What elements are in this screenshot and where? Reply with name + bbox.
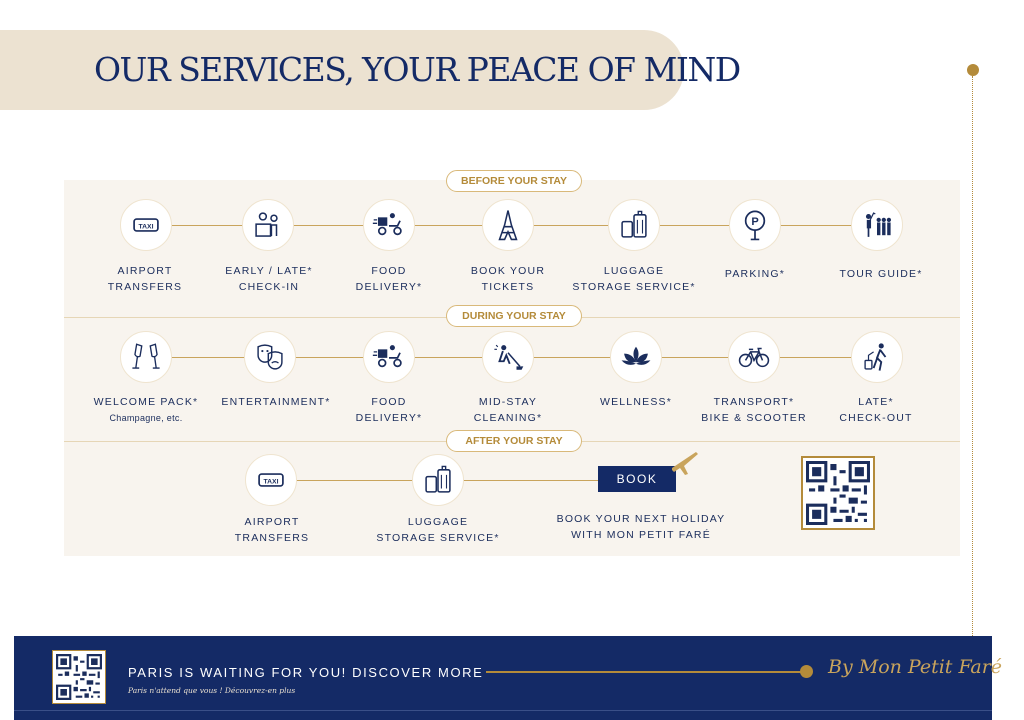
service-wellness	[610, 331, 662, 383]
eiffel-tower-icon	[498, 210, 518, 241]
reception-desk-icon	[255, 212, 278, 237]
footer-banner	[14, 636, 992, 720]
service-food-delivery-during	[363, 331, 415, 383]
airplane-icon	[672, 452, 698, 475]
service-early-late-checkin	[242, 199, 294, 251]
label-early-late-checkin: EARLY / LATE*CHECK-IN	[225, 265, 313, 293]
qr-code-pattern	[806, 461, 870, 525]
timeline-line	[972, 76, 973, 636]
brand-signature: By Mon Petit Faré	[828, 656, 1003, 678]
service-food-delivery	[363, 199, 415, 251]
label-transport: TRANSPORT*BIKE & SCOOTER	[701, 396, 807, 424]
footer-divider	[14, 710, 992, 711]
service-late-checkout	[851, 331, 903, 383]
label-parking: PARKING*	[724, 268, 786, 280]
service-luggage-storage-after	[412, 454, 464, 506]
parking-sign-icon: P	[744, 210, 766, 241]
label-welcome-pack: WELCOME PACK*Champagne, etc.	[93, 396, 199, 423]
delivery-scooter-icon	[372, 345, 402, 368]
champagne-icon	[132, 343, 160, 369]
label-tour-guide: TOUR GUIDE*	[839, 268, 923, 280]
tour-group-icon	[865, 212, 892, 237]
luggage-icon	[425, 465, 451, 493]
label-late-checkout: LATE*CHECK-OUT	[839, 396, 913, 424]
service-mid-stay-cleaning	[482, 331, 534, 383]
service-tour-guide	[851, 199, 903, 251]
cleaning-icon	[494, 344, 524, 370]
qr-code[interactable]	[801, 456, 875, 530]
book-button[interactable]: BOOK	[598, 466, 676, 492]
footer-title[interactable]: PARIS IS WAITING FOR YOU! DISCOVER MORE	[128, 665, 484, 680]
service-welcome-pack	[120, 331, 172, 383]
service-parking: P	[729, 199, 781, 251]
label-wellness: WELLNESS*	[599, 396, 673, 408]
service-book-tickets	[482, 199, 534, 251]
footer-subtitle: Paris n'attend que vous ! Découvrez-en p…	[128, 686, 296, 695]
svg-text:TAXI: TAXI	[139, 223, 154, 230]
title-band	[0, 30, 684, 110]
during-stay-heading: DURING YOUR STAY	[446, 305, 582, 327]
service-airport-transfers: TAXI	[120, 199, 172, 251]
bicycle-icon	[738, 347, 770, 368]
delivery-scooter-icon	[372, 213, 402, 236]
lotus-icon	[621, 346, 651, 365]
service-airport-transfers-after: TAXI	[245, 454, 297, 506]
service-transport	[728, 331, 780, 383]
footer-qr-code[interactable]	[52, 650, 106, 704]
theatre-masks-icon	[257, 344, 283, 370]
svg-text:P: P	[751, 216, 758, 228]
footer-rule	[486, 671, 804, 673]
after-stay-heading: AFTER YOUR STAY	[446, 430, 582, 452]
luggage-icon	[621, 210, 647, 238]
timeline-dot	[967, 64, 979, 76]
taxi-icon: TAXI	[258, 473, 284, 487]
label-entertainment: ENTERTAINMENT*	[221, 396, 331, 408]
traveler-suitcase-icon	[864, 343, 887, 371]
footer-dot	[800, 665, 813, 678]
page-title: OUR SERVICES, YOUR PEACE OF MIND	[94, 50, 741, 89]
taxi-icon: TAXI	[133, 218, 159, 232]
before-stay-heading: BEFORE YOUR STAY	[446, 170, 582, 192]
svg-text:TAXI: TAXI	[264, 478, 279, 485]
service-luggage-storage	[608, 199, 660, 251]
qr-code-pattern	[56, 654, 102, 700]
service-entertainment	[244, 331, 296, 383]
